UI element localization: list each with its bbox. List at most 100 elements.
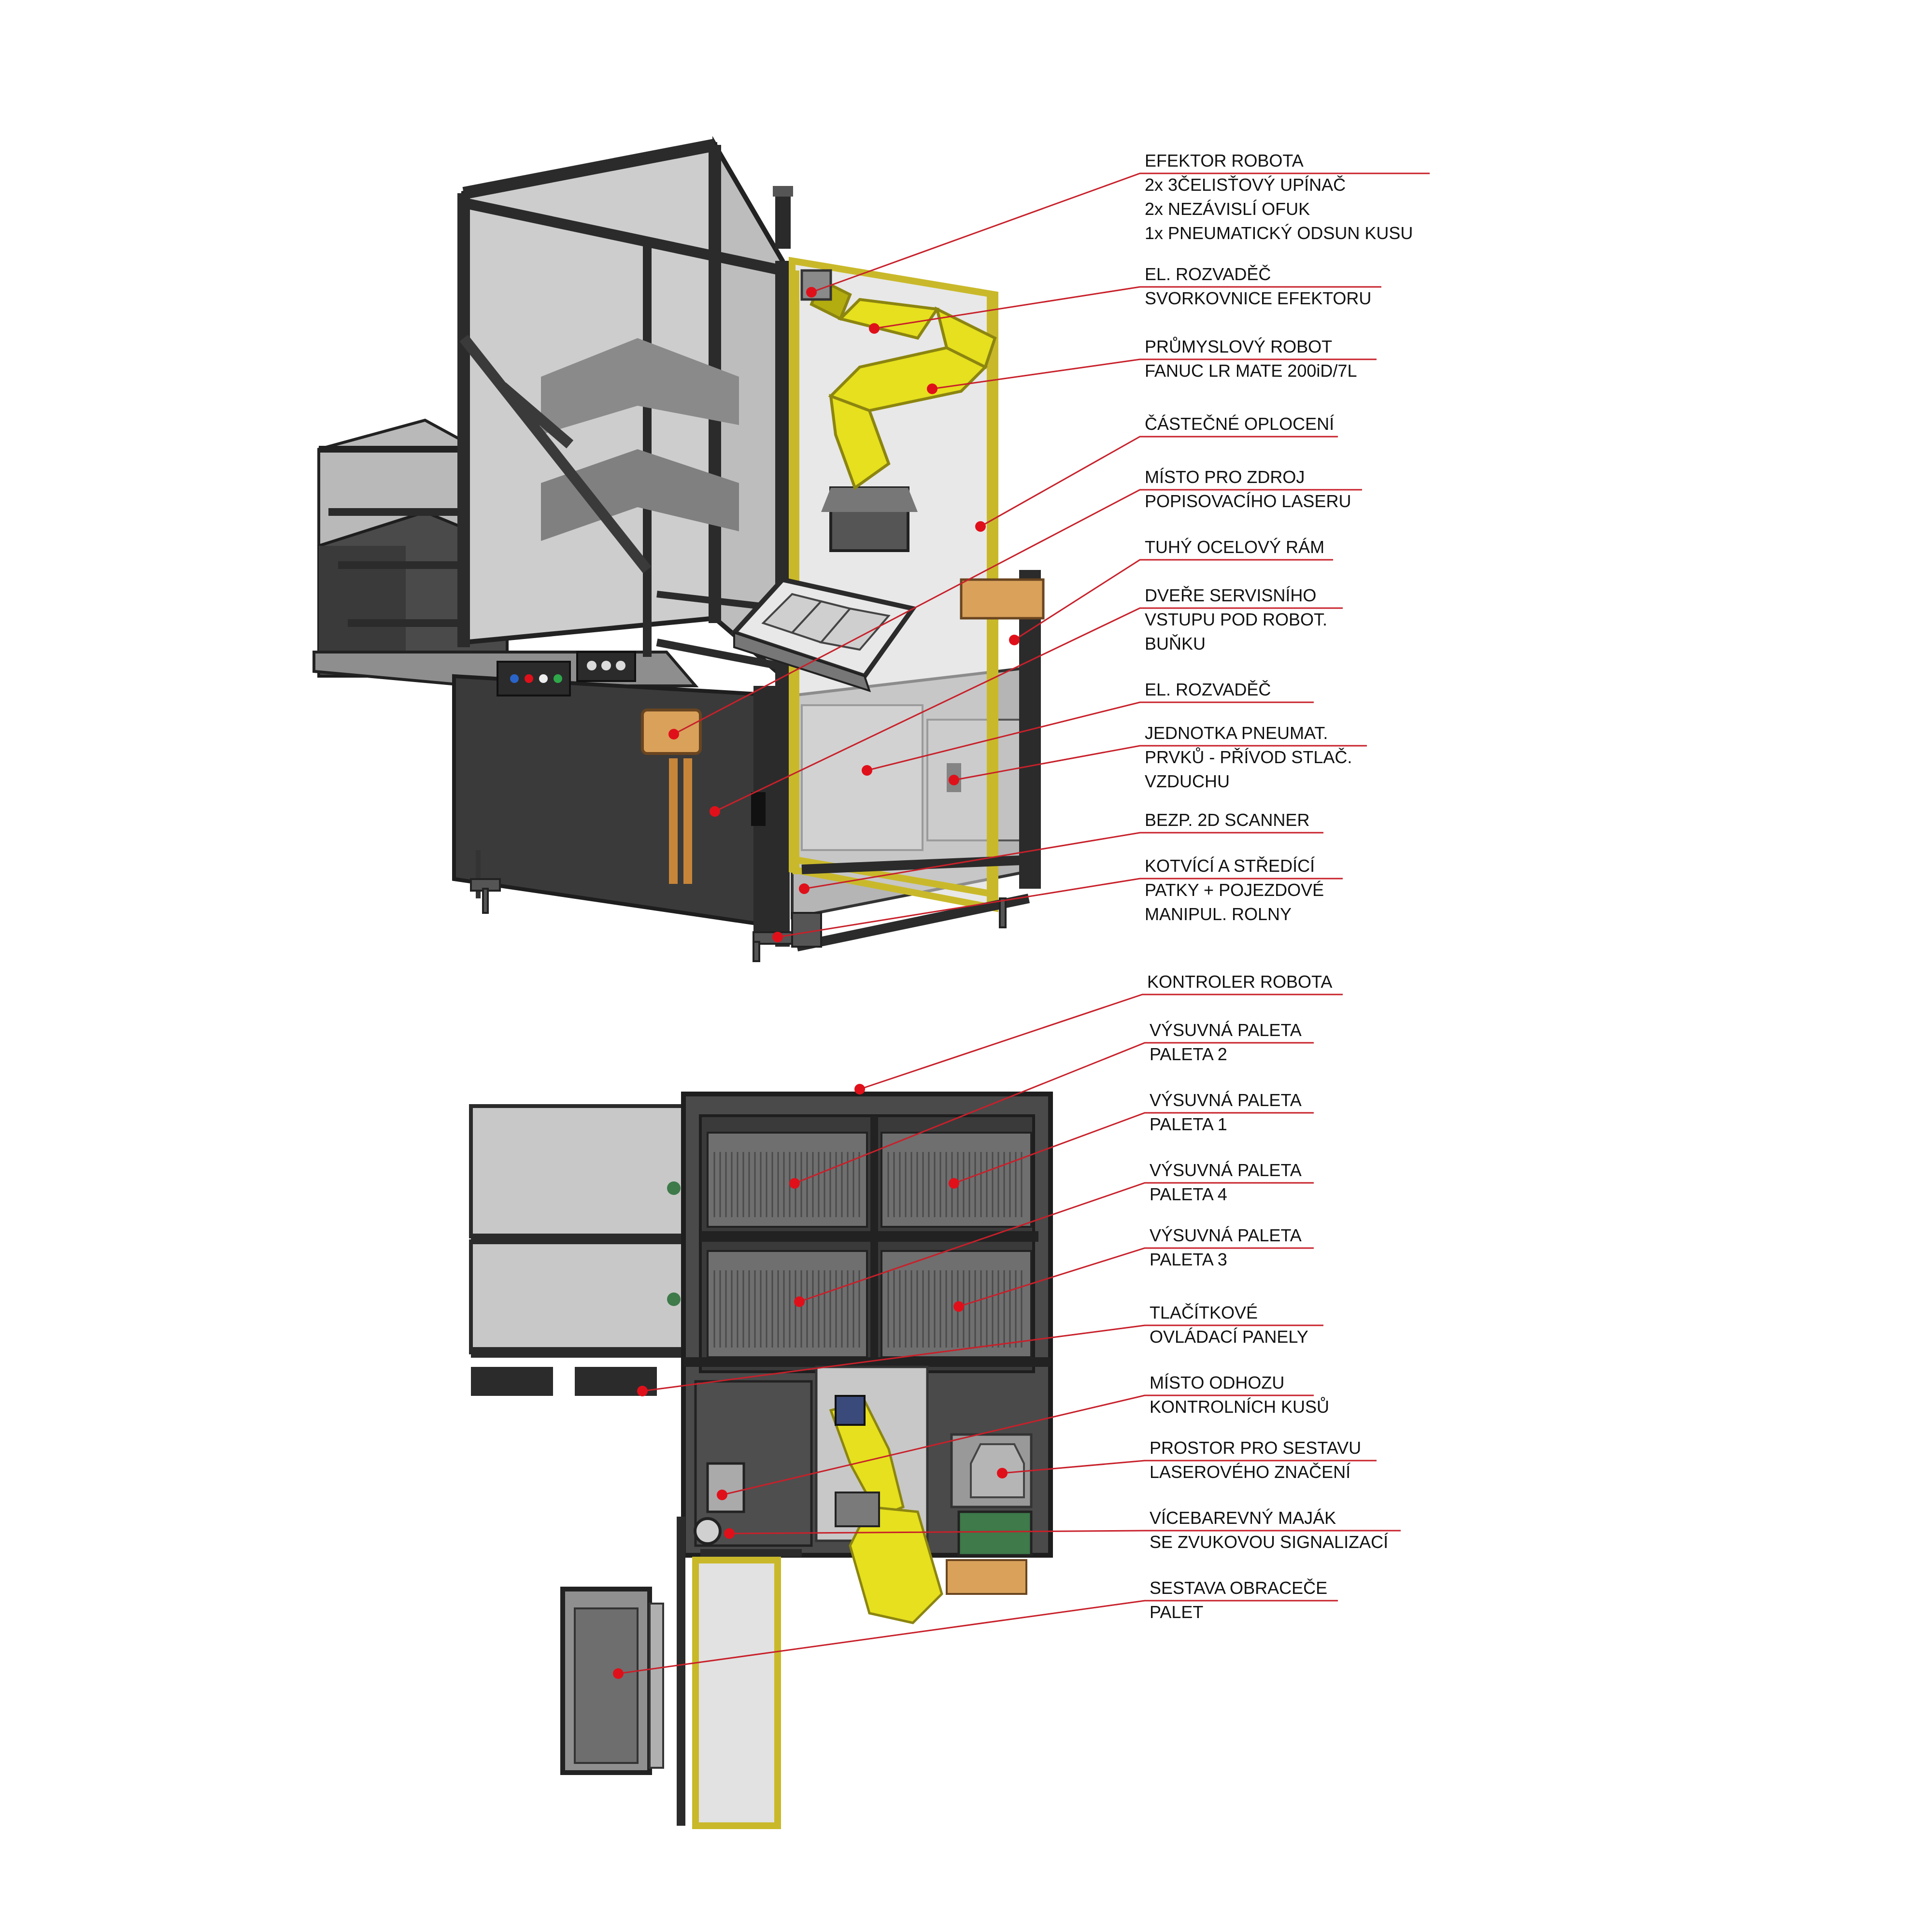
leader-line	[714, 607, 1343, 812]
callout-label-line: SVORKOVNICE EFEKTORU	[1145, 288, 1371, 308]
callout-label-line: SESTAVA OBRACEČE	[1150, 1578, 1327, 1598]
leader-line	[673, 489, 1362, 735]
callout-label-line: BEZP. 2D SCANNER	[1145, 810, 1309, 830]
laser-source-box	[960, 578, 1045, 620]
leader-line	[867, 701, 1314, 771]
leader-dot	[862, 765, 872, 776]
control-panels-iso	[497, 651, 636, 696]
callout-top-8: EL. ROZVADĚČ	[862, 680, 1314, 776]
leader-dot	[710, 806, 720, 817]
leader-dot	[975, 521, 986, 532]
isometric-view	[313, 136, 1045, 962]
base-cabinet	[452, 674, 787, 937]
callout-label-line: 1x PNEUMATICKÝ ODSUN KUSU	[1145, 223, 1413, 243]
callout-label-line: KONTROLNÍCH KUSŮ	[1150, 1396, 1329, 1417]
callout-label-line: TUHÝ OCELOVÝ RÁM	[1145, 537, 1324, 557]
callout-label-line: VÝSUVNÁ PALETA	[1150, 1020, 1302, 1040]
leader-line	[729, 1530, 1401, 1534]
callout-bottom-10: SESTAVA OBRACEČE PALET	[613, 1578, 1338, 1679]
callout-label-line: VÝSUVNÁ PALETA	[1150, 1225, 1302, 1245]
callout-label-line: PALETA 2	[1150, 1044, 1227, 1064]
callout-label-line: PALET	[1150, 1602, 1203, 1622]
callout-top-3: PRŮMYSLOVÝ ROBOT FANUC LR MATE 200iD/7L	[927, 336, 1377, 394]
callout-top-6: TUHÝ OCELOVÝ RÁM	[1009, 537, 1333, 645]
callout-label-line: KONTROLER ROBOTA	[1147, 972, 1332, 992]
callout-label-line: VÝSUVNÁ PALETA	[1150, 1090, 1302, 1110]
callout-label-line: EL. ROZVADĚČ	[1145, 264, 1271, 284]
callout-top-5: MÍSTO PRO ZDROJ POPISOVACÍHO LASERU	[668, 467, 1362, 739]
leader-line	[874, 286, 1381, 329]
leader-dot	[869, 323, 880, 334]
leader-dot	[724, 1528, 735, 1539]
leader-dot	[794, 1296, 805, 1307]
leader-line	[794, 1042, 1314, 1184]
callout-label-line: SE ZVUKOVOU SIGNALIZACÍ	[1150, 1532, 1388, 1552]
leader-line	[618, 1600, 1338, 1675]
callout-label-line: VÝSUVNÁ PALETA	[1150, 1160, 1302, 1180]
callout-label-line: VZDUCHU	[1145, 771, 1230, 791]
callout-label-line: OVLÁDACÍ PANELY	[1150, 1327, 1308, 1347]
back-enclosure	[457, 136, 793, 947]
leader-line	[811, 172, 1430, 293]
callout-label-line: EFEKTOR ROBOTA	[1145, 151, 1304, 170]
callout-label-line: MANIPUL. ROLNY	[1145, 904, 1292, 924]
callout-label-line: VSTUPU POD ROBOT.	[1145, 610, 1327, 629]
robot-fanuc	[800, 269, 997, 552]
leader-line	[932, 358, 1377, 390]
pallet-pin-hatching	[713, 1152, 1023, 1348]
leader-line	[1002, 1460, 1377, 1474]
leader-line	[722, 1394, 1314, 1496]
extended-drawers	[469, 1104, 686, 1358]
pallet-2-plan	[707, 1132, 868, 1228]
callout-label-line: PATKY + POJEZDOVÉ	[1145, 880, 1324, 900]
callout-label-line: 2x NEZÁVISLÍ OFUK	[1145, 199, 1310, 219]
leader-dot	[806, 287, 817, 298]
callout-label-line: LASEROVÉHO ZNAČENÍ	[1150, 1462, 1350, 1482]
leader-dot	[789, 1178, 800, 1189]
callout-label-line: ČÁSTEČNÉ OPLOCENÍ	[1145, 414, 1334, 434]
leader-dot	[997, 1468, 1008, 1478]
leader-dot	[949, 1178, 959, 1189]
leader-line	[804, 832, 1323, 890]
callout-label-line: MÍSTO PRO ZDROJ	[1145, 467, 1305, 487]
leader-dot	[799, 883, 810, 894]
callout-label-line: FANUC LR MATE 200iD/7L	[1145, 361, 1357, 381]
callout-top-9: JEDNOTKA PNEUMAT.PRVKŮ - PŘÍVOD STLAČ.VZ…	[949, 723, 1367, 791]
callout-bottom-5: VÝSUVNÁ PALETA PALETA 3	[953, 1225, 1314, 1312]
callout-top-1: EFEKTOR ROBOTA 2x 3ČELISŤOVÝ UPÍNAČ 2x NEZ…	[806, 151, 1430, 298]
fence-plan	[677, 1517, 802, 1829]
callout-label-line: POPISOVACÍHO LASERU	[1145, 491, 1351, 511]
leader-dot	[637, 1386, 648, 1396]
anchoring-feet-iso	[470, 878, 1007, 962]
callout-bottom-9: VÍCEBAREVNÝ MAJÁK SE ZVUKOVOU SIGNALIZACÍ	[724, 1508, 1401, 1552]
callout-label-line: PALETA 1	[1150, 1114, 1227, 1134]
callout-label-line: VÍCEBAREVNÝ MAJÁK	[1150, 1508, 1336, 1528]
callout-label-line: 2x 3ČELISŤOVÝ UPÍNAČ	[1145, 175, 1346, 195]
callout-label-line: JEDNOTKA PNEUMAT.	[1145, 723, 1328, 743]
leader-dot	[668, 729, 679, 739]
leader-line	[777, 878, 1343, 938]
callout-label-line: PRŮMYSLOVÝ ROBOT	[1145, 336, 1332, 356]
button-panels-plan	[471, 1367, 657, 1396]
callout-label-line: KOTVÍCÍ A STŘEDÍCÍ	[1145, 856, 1315, 876]
callout-label-line: DVEŘE SERVISNÍHO	[1145, 585, 1316, 605]
leader-dot	[927, 384, 938, 394]
callout-label-line: PALETA 3	[1150, 1250, 1227, 1269]
callout-bottom-3: VÝSUVNÁ PALETA PALETA 1	[949, 1090, 1314, 1189]
callout-top-2: EL. ROZVADĚČ SVORKOVNICE EFEKTORU	[869, 264, 1381, 334]
callout-top-10: BEZP. 2D SCANNER	[799, 810, 1323, 894]
leader-line	[859, 994, 1343, 1090]
leader-line	[953, 745, 1367, 781]
leader-line	[980, 436, 1338, 527]
callout-bottom-6: TLAČÍTKOVÉ OVLÁDACÍ PANELY	[637, 1303, 1323, 1396]
callout-label-line: TLAČÍTKOVÉ	[1150, 1303, 1258, 1322]
callout-bottom-2: VÝSUVNÁ PALETA PALETA 2	[789, 1020, 1314, 1189]
leader-line	[799, 1182, 1314, 1303]
leader-dot	[1009, 635, 1020, 645]
leader-dot	[949, 775, 959, 785]
callout-top-11: KOTVÍCÍ A STŘEDÍCÍ PATKY + POJEZDOVÉ MANIP…	[772, 856, 1343, 942]
